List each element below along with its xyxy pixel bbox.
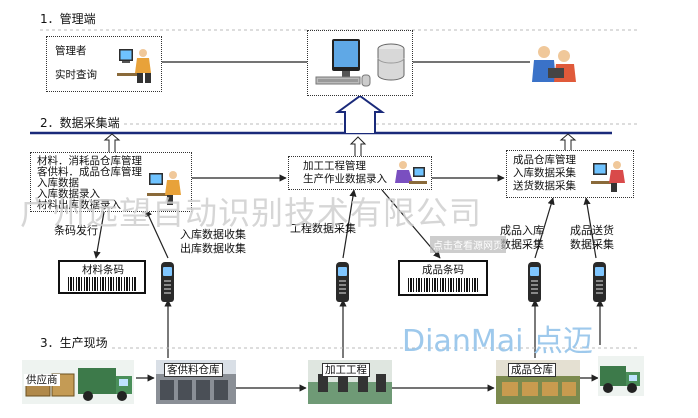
barcode-issue-label: 条码发行 <box>54 224 98 237</box>
manager-label: 管理者 <box>55 45 87 57</box>
finished-in-collect-label: 数据采集 <box>500 238 544 251</box>
finished-ship-collect-label: 数据采集 <box>570 238 614 251</box>
barcode-icon <box>408 278 478 292</box>
finished-line-1: 成品仓库管理 <box>513 154 576 166</box>
finished-goods-box: 成品仓库管理 入库数据采集 送货数据采集 <box>506 150 634 198</box>
process-collect-label: 工程数据采集 <box>290 222 356 235</box>
computer-icon <box>315 39 371 87</box>
handheld-scanner-icon <box>161 262 174 302</box>
in-collect-label: 入库数据收集 <box>180 228 246 241</box>
supplier-scene: 供应商 <box>22 360 134 404</box>
finished-label: 成品仓库 <box>508 363 556 377</box>
processing-label: 加工工程 <box>322 363 370 377</box>
supplier-label: 供应商 <box>24 374 60 386</box>
server-box <box>307 30 413 96</box>
brand-watermark: DianMai 点迈 <box>402 324 593 359</box>
company-watermark: 广州远望自动识别技术有限公司 <box>20 194 483 232</box>
person-at-computer-icon <box>117 49 151 83</box>
view-source-watermark: 点击查看源网页 <box>430 236 506 253</box>
finished-ship-label: 成品送货 <box>570 224 614 237</box>
finished-line-3: 送货数据采集 <box>513 180 576 192</box>
product-barcode-label: 成品条码 <box>398 260 488 296</box>
realtime-query-label: 实时查询 <box>55 69 97 81</box>
warehouse-line-4: 入库数据录入 <box>37 188 100 200</box>
processing-scene: 加工工程 <box>308 360 392 404</box>
person-at-computer-icon <box>591 161 625 192</box>
warehouse-line-3: 入库数据 <box>37 177 79 189</box>
section-collection-title: 2．数据采集端 <box>40 116 124 130</box>
barcode-icon <box>68 277 136 291</box>
warehouse-line-1: 材料．消耗品仓库管理 <box>37 155 142 167</box>
handheld-scanner-icon <box>336 262 349 302</box>
material-barcode-text: 材料条码 <box>82 264 124 276</box>
handheld-scanner-icon <box>528 262 541 302</box>
manager-box: 管理者 实时查询 <box>46 36 162 92</box>
handheld-scanner-icon <box>593 262 606 302</box>
finished-warehouse-scene: 成品仓库 <box>496 360 580 404</box>
warehouse-management-box: 材料．消耗品仓库管理 客供料．成品仓库管理 入库数据 入库数据录入 材料出库数据… <box>30 152 192 212</box>
warehouse-line-5: 材料出库数据录入 <box>37 199 121 211</box>
product-barcode-text: 成品条码 <box>422 264 464 276</box>
truck-icon <box>22 360 134 404</box>
person-at-computer-icon <box>147 171 181 205</box>
upload-arrow <box>334 94 386 133</box>
section-management-title: 1．管理端 <box>40 12 96 26</box>
finished-line-2: 入库数据采集 <box>513 167 576 179</box>
process-line-1: 加工工程管理 <box>303 160 366 172</box>
material-warehouse-scene: 客供料仓库 <box>156 360 236 404</box>
out-collect-label: 出库数据收集 <box>180 242 246 255</box>
warehouse-label: 客供料仓库 <box>164 363 223 377</box>
material-barcode-label: 材料条码 <box>58 260 146 294</box>
database-icon <box>377 43 405 81</box>
finished-in-label: 成品入库 <box>500 224 544 237</box>
person-at-computer-icon <box>395 161 427 184</box>
process-management-box: 加工工程管理 生产作业数据录入 <box>288 156 432 190</box>
process-line-2: 生产作业数据录入 <box>303 173 387 185</box>
truck-icon <box>598 356 644 396</box>
warehouse-line-2: 客供料．成品仓库管理 <box>37 166 142 178</box>
section-production-title: 3．生产现场 <box>40 336 112 350</box>
managers-icon <box>532 46 576 82</box>
